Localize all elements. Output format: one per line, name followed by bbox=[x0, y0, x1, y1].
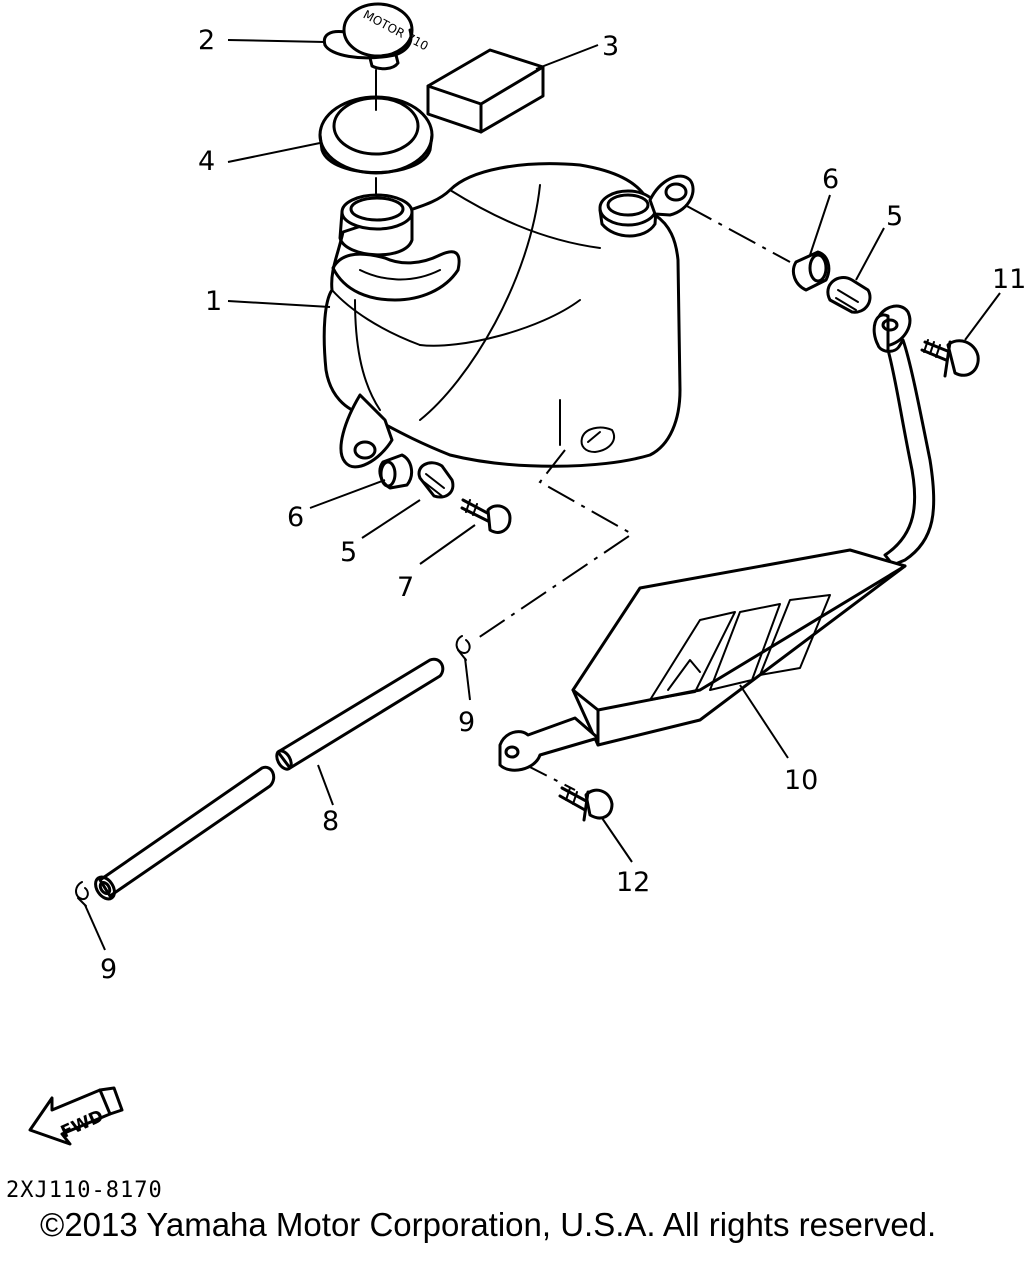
leader-5-right bbox=[855, 227, 885, 281]
assembly-line-hose bbox=[477, 449, 634, 639]
part-bracket bbox=[498, 304, 936, 772]
callout-3: 3 bbox=[602, 31, 619, 62]
callout-9-top: 9 bbox=[458, 707, 475, 738]
leader-4 bbox=[227, 142, 321, 163]
part-grommet-left bbox=[417, 461, 455, 499]
leader-6-right bbox=[809, 194, 831, 256]
leader-9-bottom bbox=[84, 904, 106, 951]
part-clip-bottom bbox=[75, 881, 89, 907]
callout-1: 1 bbox=[205, 286, 222, 317]
leader-1 bbox=[227, 300, 331, 308]
part-grommet-right bbox=[826, 276, 872, 314]
leader-5-left bbox=[361, 499, 421, 539]
leader-12 bbox=[601, 817, 633, 863]
callout-7: 7 bbox=[397, 572, 414, 603]
callout-4: 4 bbox=[198, 146, 215, 177]
part-tank bbox=[322, 162, 695, 469]
callout-9-bottom: 9 bbox=[100, 954, 117, 985]
callout-6-left: 6 bbox=[287, 502, 304, 533]
leader-8 bbox=[317, 764, 334, 806]
part-hose bbox=[94, 657, 445, 901]
part-clip-top bbox=[455, 635, 471, 661]
callout-11: 11 bbox=[992, 264, 1024, 295]
part-bolt-bottom bbox=[558, 786, 614, 822]
part-pad bbox=[426, 48, 545, 134]
part-collar-right bbox=[791, 250, 831, 292]
callout-6-right: 6 bbox=[822, 164, 839, 195]
leader-10 bbox=[739, 684, 789, 759]
callout-10: 10 bbox=[784, 765, 818, 796]
part-bolt-left bbox=[460, 498, 512, 534]
copyright-notice: ©2013 Yamaha Motor Corporation, U.S.A. A… bbox=[40, 1206, 937, 1243]
part-cap: MOTOR 710 bbox=[322, 2, 431, 71]
leader-11 bbox=[964, 292, 1001, 341]
part-collar-left bbox=[378, 453, 414, 490]
callout-5-left: 5 bbox=[340, 537, 357, 568]
callout-5-right: 5 bbox=[886, 201, 903, 232]
leader-7 bbox=[419, 524, 476, 565]
callout-2: 2 bbox=[198, 25, 215, 56]
leader-6-left bbox=[309, 479, 386, 509]
callout-8: 8 bbox=[322, 806, 339, 837]
leader-9-top bbox=[464, 657, 471, 701]
assembly-line-right bbox=[684, 204, 791, 263]
leader-3 bbox=[535, 44, 599, 70]
fwd-arrow-icon: FWD bbox=[28, 1086, 124, 1146]
leader-2 bbox=[227, 39, 326, 43]
callout-12: 12 bbox=[616, 867, 650, 898]
part-bolt-right bbox=[920, 339, 980, 378]
diagram-code: 2XJ110-8170 bbox=[6, 1178, 163, 1203]
